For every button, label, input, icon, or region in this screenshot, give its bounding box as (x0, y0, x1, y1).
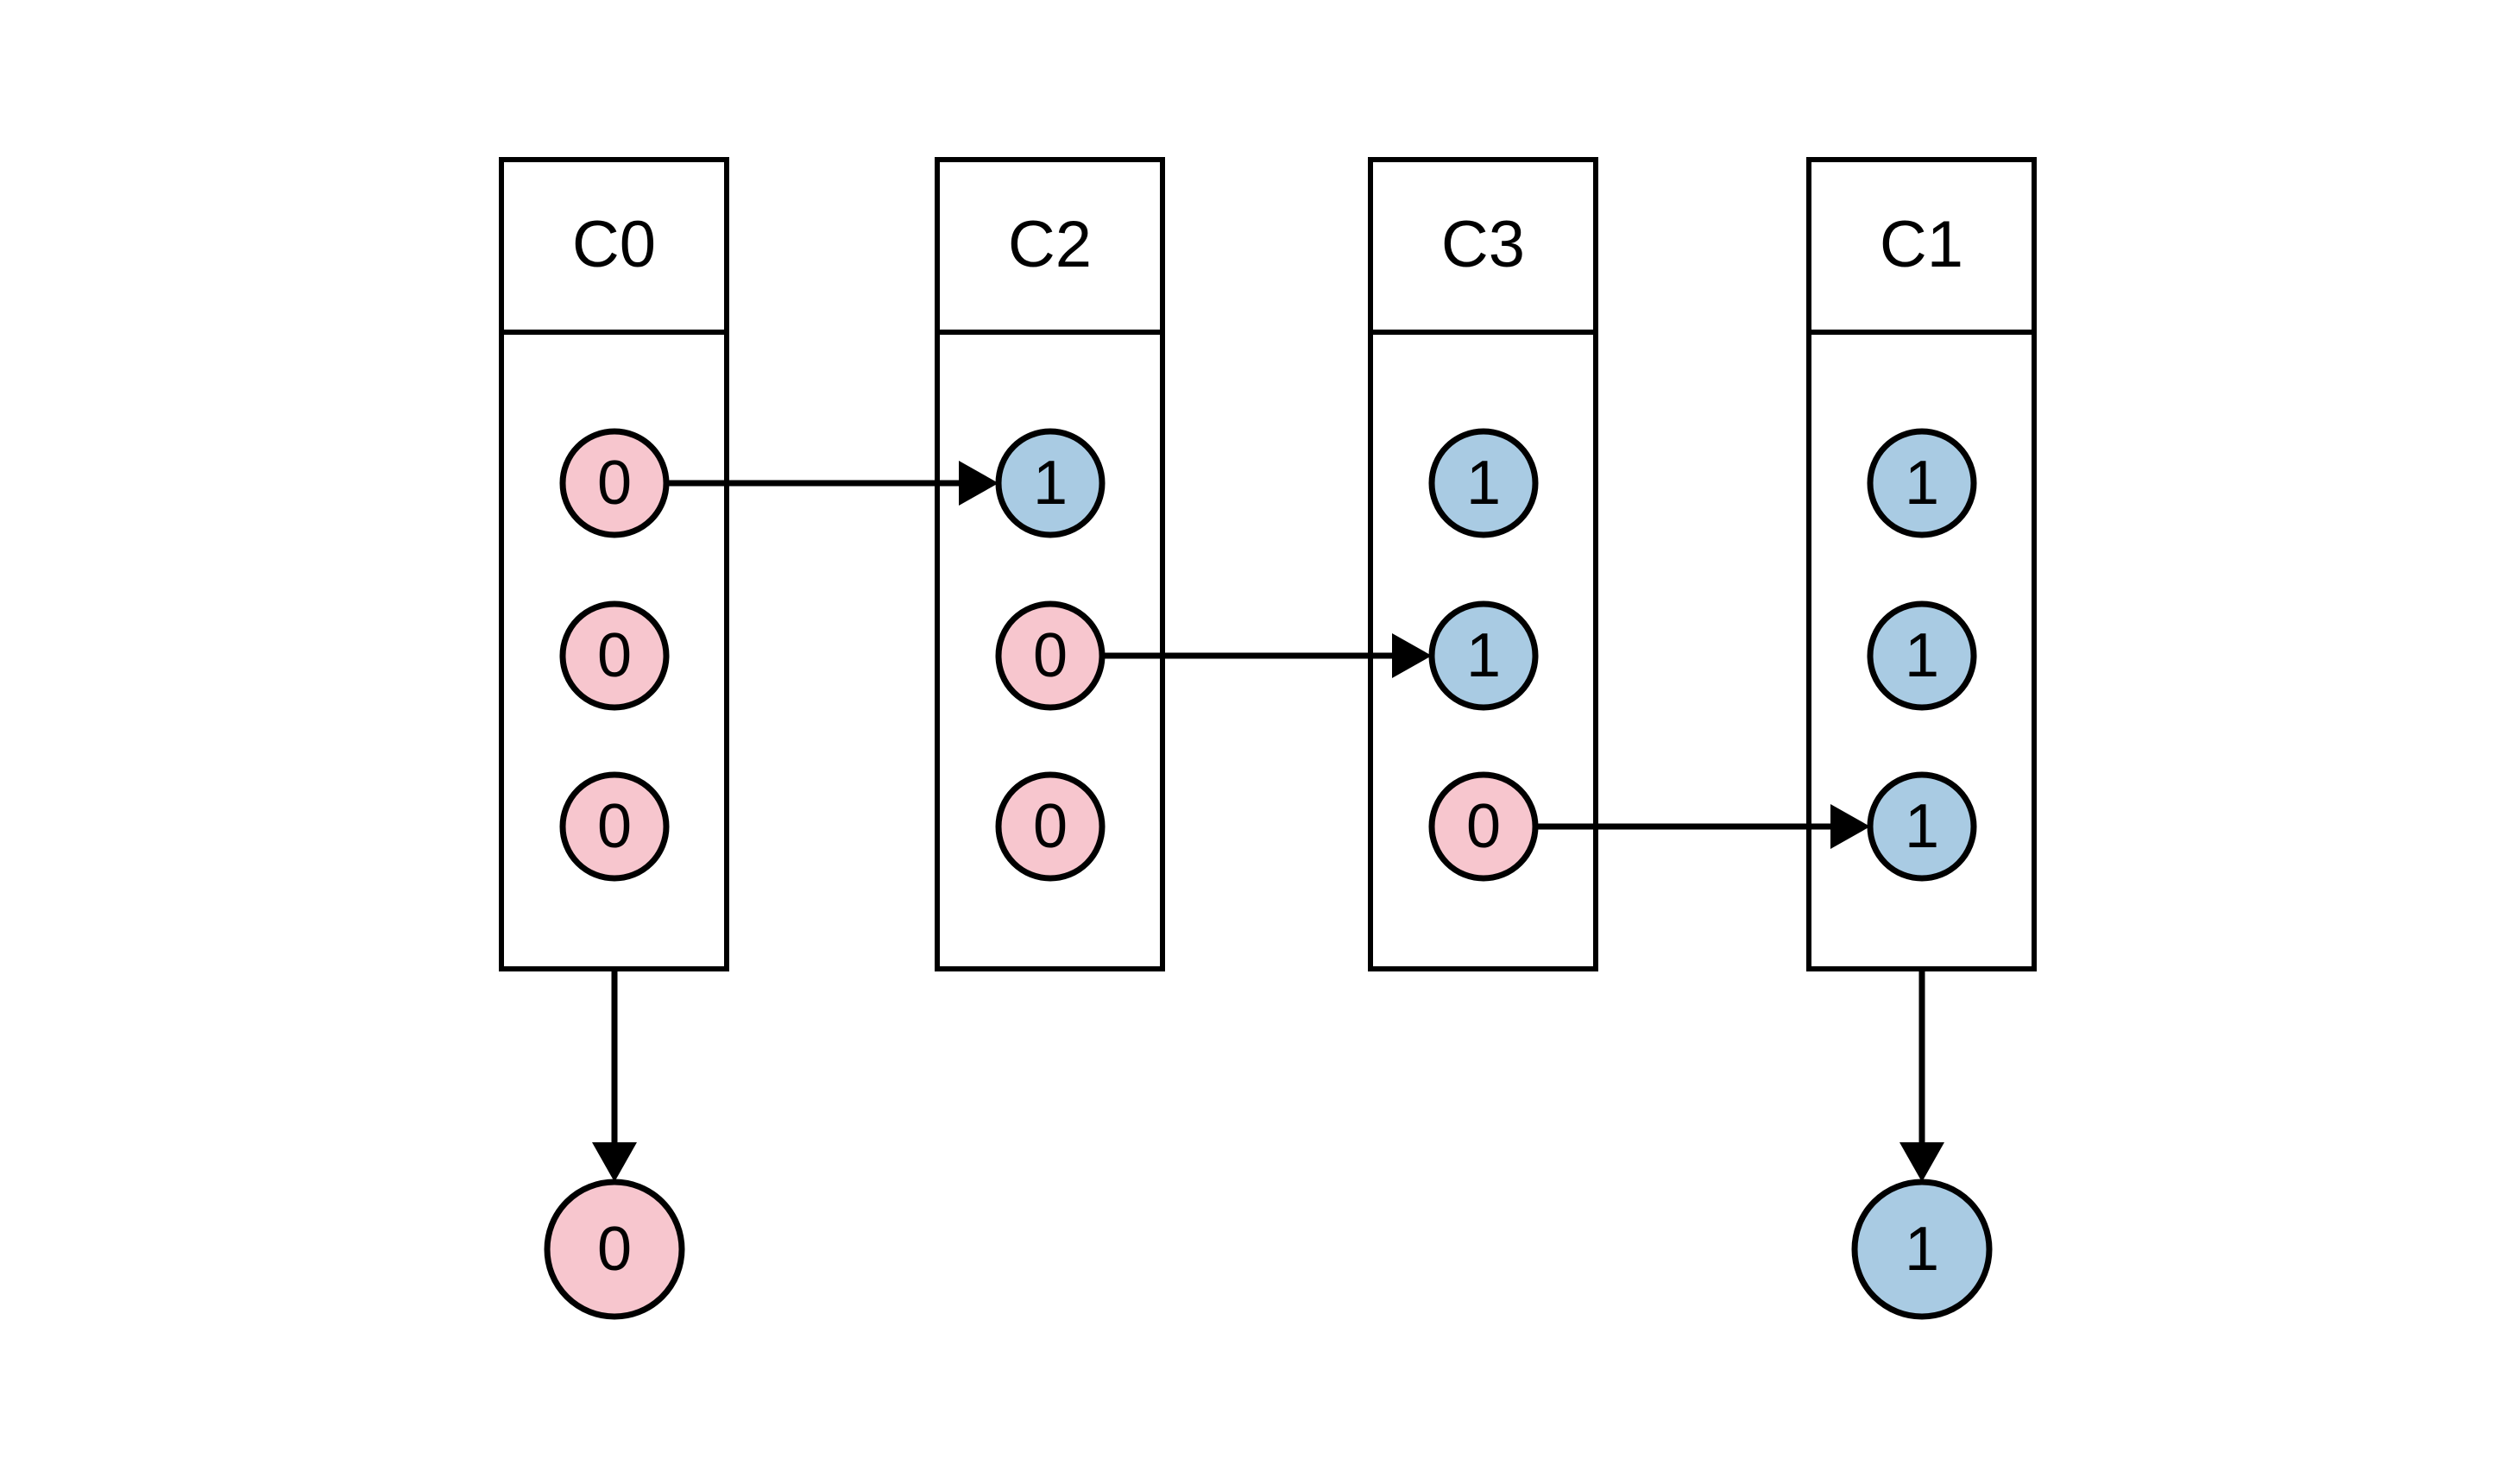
node-circle-c2-row2 (995, 771, 1106, 882)
node-c2-row0[interactable]: 1 (995, 428, 1106, 538)
column-c3[interactable]: C3 1 1 0 (1368, 157, 1598, 971)
node-c1-row1[interactable]: 1 (1867, 600, 1977, 711)
node-value-c1-row2: 1 (1905, 792, 1939, 861)
node-c1-row0[interactable]: 1 (1867, 428, 1977, 538)
node-value-c1-row1: 1 (1905, 621, 1939, 690)
node-c3-row2[interactable]: 0 (1428, 771, 1539, 882)
arrow-c3-to-c1 (1535, 804, 1870, 849)
arrow-c1-to-out (1899, 969, 1944, 1182)
detached-node-out-c0[interactable]: 0 (544, 1179, 685, 1320)
node-value-c0-row2: 0 (597, 792, 632, 861)
column-header-label-c3: C3 (1441, 208, 1525, 281)
node-c2-row2[interactable]: 0 (995, 771, 1106, 882)
node-value-c2-row1: 0 (1033, 621, 1068, 690)
node-c1-row2[interactable]: 1 (1867, 771, 1977, 882)
node-c3-row1[interactable]: 1 (1428, 600, 1539, 711)
node-c0-row1[interactable]: 0 (559, 600, 670, 711)
column-header-label-c0: C0 (572, 208, 656, 281)
detached-node-value-out-c0: 0 (597, 1215, 632, 1284)
node-c0-row2[interactable]: 0 (559, 771, 670, 882)
detached-node-circle-out-c0 (544, 1179, 685, 1320)
arrow-c3-to-c1-head (1830, 804, 1870, 849)
arrow-c2-to-c3 (1102, 633, 1432, 678)
arrow-c0-to-c2 (666, 461, 999, 506)
node-circle-c1-row0 (1867, 428, 1977, 538)
column-header-label-c1: C1 (1880, 208, 1963, 281)
arrow-c1-to-out-head (1899, 1142, 1944, 1182)
arrow-c0-to-out-head (592, 1142, 637, 1182)
node-circle-c0-row1 (559, 600, 670, 711)
node-value-c0-row0: 0 (597, 449, 632, 518)
node-value-c1-row0: 1 (1905, 449, 1939, 518)
node-value-c3-row1: 1 (1466, 621, 1501, 690)
detached-node-out-c1[interactable]: 1 (1851, 1179, 1993, 1320)
arrow-c0-to-c2-head (959, 461, 999, 506)
node-c2-row1[interactable]: 0 (995, 600, 1106, 711)
node-value-c3-row0: 1 (1466, 449, 1501, 518)
arrow-c0-to-out (592, 969, 637, 1182)
column-c0[interactable]: C0 0 0 0 (499, 157, 729, 971)
node-value-c2-row0: 1 (1033, 449, 1068, 518)
column-c1[interactable]: C1 1 1 1 (1806, 157, 2037, 971)
node-circle-c0-row2 (559, 771, 670, 882)
detached-node-value-out-c1: 1 (1905, 1215, 1939, 1284)
arrow-c2-to-c3-head (1392, 633, 1432, 678)
node-value-c2-row2: 0 (1033, 792, 1068, 861)
node-circle-c3-row0 (1428, 428, 1539, 538)
node-value-c0-row1: 0 (597, 621, 632, 690)
node-c0-row0[interactable]: 0 (559, 428, 670, 538)
column-c2[interactable]: C2 1 0 0 (935, 157, 1165, 971)
node-circle-c1-row1 (1867, 600, 1977, 711)
node-c3-row0[interactable]: 1 (1428, 428, 1539, 538)
node-value-c3-row2: 0 (1466, 792, 1501, 861)
detached-node-circle-out-c1 (1851, 1179, 1993, 1320)
column-header-label-c2: C2 (1008, 208, 1092, 281)
